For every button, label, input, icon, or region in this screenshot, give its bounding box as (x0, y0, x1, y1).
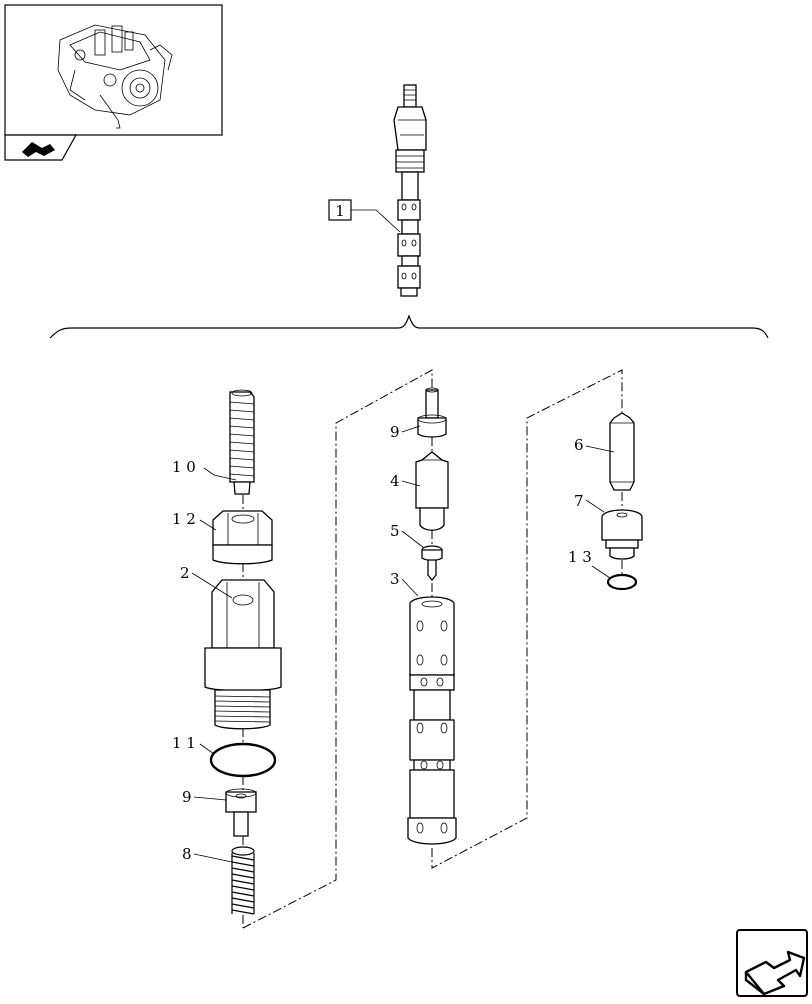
part-10-threaded-stud (229, 389, 255, 495)
callout-12[interactable]: 1 2 (172, 510, 217, 531)
part-5-pin (421, 545, 443, 582)
callout-label: 2 (180, 564, 190, 582)
part-12-hex-nut (212, 510, 273, 565)
callout-13[interactable]: 1 3 (568, 548, 611, 579)
callout-label: 1 0 (172, 458, 196, 476)
callout-label: 1 1 (172, 734, 196, 752)
callout-2[interactable]: 2 (180, 564, 233, 599)
callout-11[interactable]: 1 1 (172, 734, 215, 755)
back-arrow-icon[interactable] (22, 142, 55, 157)
callout-5[interactable]: 5 (390, 522, 425, 549)
connector-left-to-center (242, 369, 433, 929)
callout-3[interactable]: 3 (390, 570, 419, 597)
callout-1[interactable]: 1 (328, 199, 401, 233)
part-8-spring (231, 846, 255, 915)
part-9-pin-center (417, 387, 447, 438)
part-2-fitting-body (204, 579, 282, 730)
part-11-o-ring (209, 742, 277, 778)
part-3-sleeve (407, 596, 457, 845)
pump-assembly-thumbnail-icon (57, 24, 173, 129)
callout-9-left[interactable]: 9 (182, 788, 227, 806)
part-6-pin (609, 412, 635, 491)
grouping-brace (49, 314, 769, 339)
callout-7[interactable]: 7 (574, 492, 605, 513)
callout-label: 1 3 (568, 548, 592, 566)
part-7-plug (601, 509, 643, 560)
callout-9-center[interactable]: 9 (390, 423, 421, 441)
callout-label: 5 (390, 522, 400, 540)
callout-label: 7 (574, 492, 584, 510)
thumbnail-panel[interactable] (4, 4, 223, 161)
callout-label: 3 (390, 570, 400, 588)
connector-center-to-right (431, 369, 623, 869)
callout-label: 1 (335, 202, 345, 220)
callout-label: 6 (574, 436, 584, 454)
part-13-o-ring (606, 573, 638, 591)
next-page-arrow-icon[interactable] (736, 929, 808, 997)
callout-10[interactable]: 1 0 (172, 458, 237, 481)
callout-6[interactable]: 6 (574, 436, 615, 454)
callout-label: 4 (390, 472, 400, 490)
callout-label: 1 2 (172, 510, 196, 528)
callout-4[interactable]: 4 (390, 472, 421, 490)
part-4-spool (415, 451, 449, 531)
callout-label: 8 (182, 845, 192, 863)
callout-8[interactable]: 8 (182, 845, 233, 863)
part-9-pin-left (225, 788, 257, 837)
callout-label: 9 (182, 788, 192, 806)
callout-label: 9 (390, 423, 400, 441)
assembled-part-1 (393, 84, 427, 297)
